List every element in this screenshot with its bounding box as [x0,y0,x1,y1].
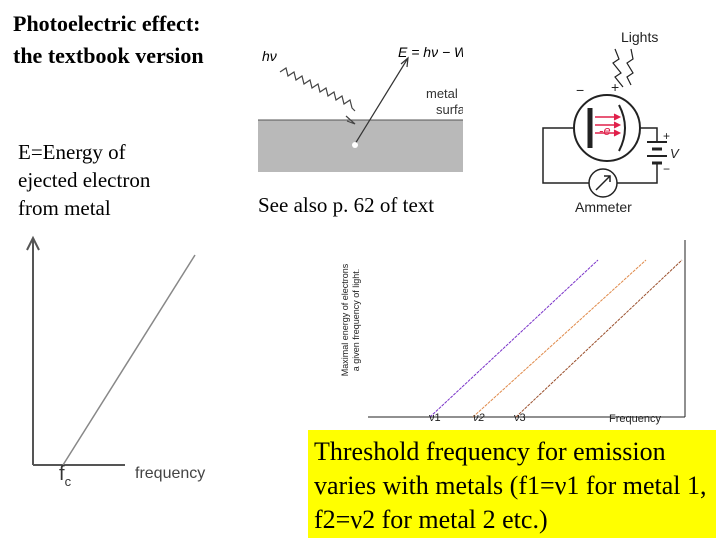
circuit-wire-right [640,127,658,142]
slide-title: Photoelectric effect: the textbook versi… [13,8,204,72]
threshold-note: Threshold frequency for emission varies … [308,430,716,538]
y-axis-arrow [26,235,40,251]
electron-flow-head-3 [613,129,622,137]
title-line-1: Photoelectric effect: [13,11,201,36]
title-line-2: the textbook version [13,43,204,68]
x-axis-label: Frequency [609,413,661,425]
x-axis-label: frequency [135,465,205,482]
light-ray-1 [612,48,624,88]
ammeter-needle [595,175,611,191]
surface-label-1: metal [426,86,458,101]
circuit-wire-bottom [617,163,658,184]
threshold-label: fc [59,463,72,489]
ammeter-needle-head [604,175,611,182]
light-ray-2 [626,48,634,86]
voltage-label: V [670,146,680,161]
energy-note: E=Energy of ejected electron from metal [18,138,150,222]
threshold-frequency-chart: Maximal energy of electrons a given freq… [340,240,686,425]
metal-surface [258,120,463,172]
energy-frequency-chart: frequency fc [26,235,205,489]
incoming-photon-wave [279,67,356,112]
electron-flow-head-2 [613,121,622,129]
equation-label: E = hν − W [398,44,463,60]
photon-label: hν [262,48,277,64]
energy-line [62,254,196,466]
see-also-text: See also p. 62 of text [258,193,435,217]
electron-flow-head-1 [613,113,622,121]
energy-note-line-3: from metal [18,196,111,220]
battery-minus: − [663,162,670,176]
surface-label-2: surface [436,102,463,117]
electron-path [354,57,409,145]
phototube-anode [618,104,626,152]
circuit-wire-left [542,127,589,184]
ammeter-label: Ammeter [575,199,632,215]
y-axis-label-2: a given frequency of light. [351,269,361,372]
tick-nu1: ν1 [429,412,441,424]
energy-note-line-1: E=Energy of [18,140,126,164]
metal-1-line [429,259,599,418]
photon-reflection-diagram: hν E = hν − W metal surface [258,44,463,172]
tube-minus: − [576,82,584,98]
metal-3-line [515,259,683,418]
tube-plus: + [611,79,619,95]
tick-nu3: ν3 [514,412,526,424]
photon-arrowhead [345,115,356,125]
electron-arrowhead [400,56,409,68]
lights-label: Lights [621,29,658,45]
tick-nu2: ν2 [473,412,485,424]
electron-label: -e [599,123,611,138]
electron-dot [352,142,358,148]
energy-note-line-2: ejected electron [18,168,151,192]
circuit-diagram: Lights − + -e + − V Ammeter [542,29,680,215]
y-axis-label-1: Maximal energy of electrons [340,263,350,376]
metal-2-line [472,259,647,418]
battery-plus: + [663,129,670,143]
